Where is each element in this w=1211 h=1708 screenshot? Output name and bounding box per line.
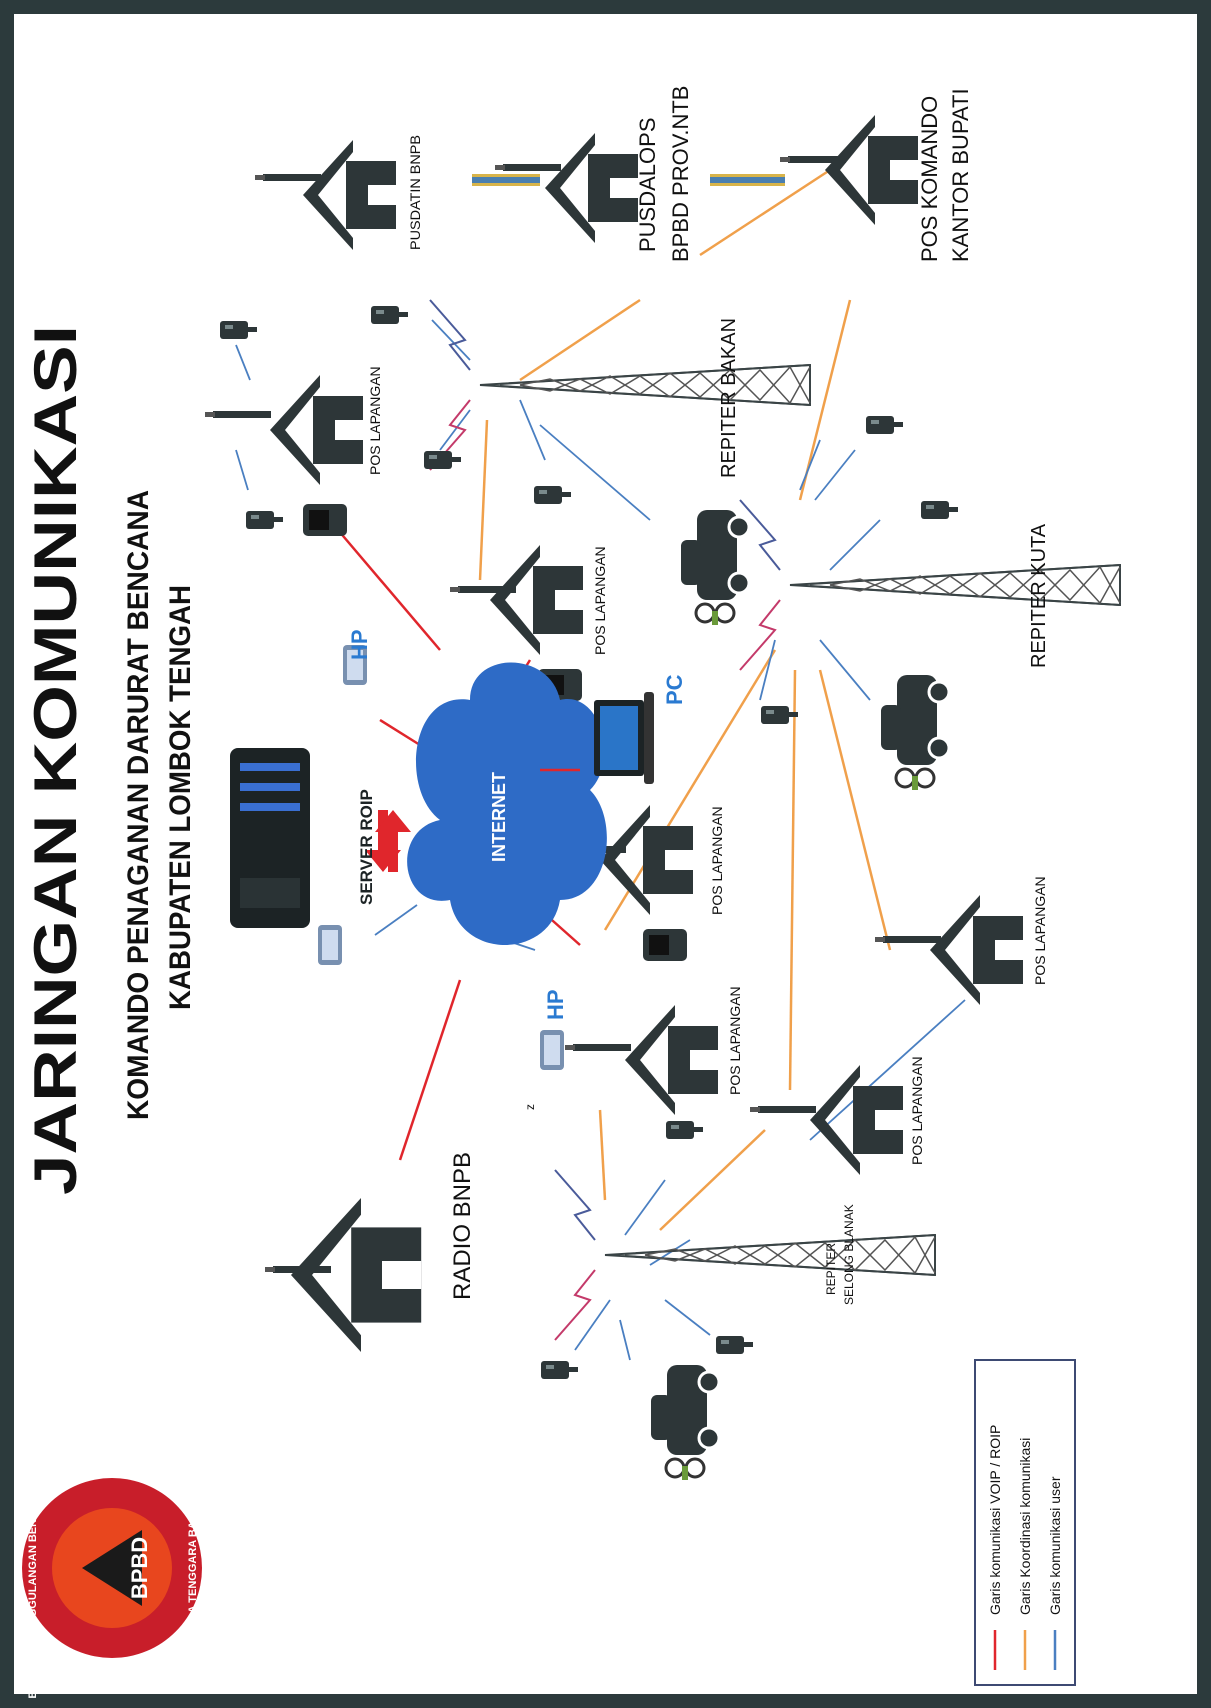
handheld-radio-icon — [716, 1336, 753, 1354]
label-hp-2: HP — [543, 989, 568, 1020]
label-pusdatin: PUSDATIN BNPB — [407, 135, 423, 250]
label-repiter-kuta: REPITER KUTA — [1028, 523, 1050, 668]
logo-center-text: BPBD — [127, 1537, 152, 1599]
laptop-icon — [594, 692, 654, 784]
handheld-radio-icon — [246, 511, 283, 529]
diagram-subtitle-2: KABUPATEN LOMBOK TENGAH — [164, 585, 197, 1010]
logo-ring-top: BADAN PENANGGULANGAN BENCANA DAERAH — [27, 1437, 39, 1698]
house-pos-lapangan-6 — [810, 1065, 903, 1175]
label-pc: PC — [662, 674, 687, 705]
label-pos-lapangan-1: POS LAPANGAN — [367, 366, 383, 475]
label-pos-komando-1: POS KOMANDO — [917, 96, 942, 262]
label-radio-bnpb: RADIO BNPB — [449, 1152, 476, 1300]
handheld-radio-icon — [666, 1121, 703, 1139]
label-pusdalops-2: BPBD PROV.NTB — [668, 86, 693, 262]
legend-label-koordinasi: Garis Koordinasi komunikasi — [1017, 1438, 1033, 1615]
handheld-radio-icon — [761, 706, 798, 724]
house-pos-komando — [825, 115, 918, 225]
house-pos-lapangan-4 — [625, 1005, 718, 1115]
coordination-line — [520, 300, 640, 380]
label-repiter-selong-2: SELONG BLANAK — [842, 1204, 856, 1305]
handheld-radio-icon — [371, 306, 408, 324]
handheld-radio-icon — [921, 501, 958, 519]
label-internet: INTERNET — [489, 772, 509, 862]
tower-selong-blanak — [555, 1170, 935, 1340]
phone-icon — [318, 925, 342, 965]
house-pos-lapangan-3 — [600, 805, 693, 915]
house-radio-bnpb — [291, 1198, 421, 1352]
user-line — [575, 1300, 610, 1350]
vehicle-icon-3 — [651, 1365, 719, 1480]
label-pos-lapangan-5: POS LAPANGAN — [1032, 876, 1048, 985]
diagram-title: JARINGAN KOMUNIKASI — [22, 325, 89, 1195]
vehicle-icon-1 — [681, 510, 749, 625]
vehicle-icon-2 — [881, 675, 949, 790]
coordination-line — [790, 670, 795, 1090]
label-pos-lapangan-6: POS LAPANGAN — [909, 1056, 925, 1165]
handheld-radio-icon — [424, 451, 461, 469]
handheld-radio-icon — [220, 321, 257, 339]
user-line — [236, 450, 248, 490]
label-pusdalops-1: PUSDALOPS — [635, 118, 660, 253]
logo-ring-bottom: NUSA TENGGARA BARAT — [187, 1499, 199, 1636]
voip-line — [400, 980, 460, 1160]
coordination-line — [600, 1110, 605, 1200]
phone-icon — [540, 1030, 564, 1070]
label-repiter-selong-1: REPITER — [824, 1243, 838, 1295]
handheld-radio-icon — [541, 1361, 578, 1379]
legend: Garis komunikasi VOIP / ROIP Garis Koord… — [975, 1360, 1075, 1685]
house-pos-lapangan-1 — [270, 375, 363, 485]
coordination-line — [660, 1130, 765, 1230]
label-server-roip: SERVER ROIP — [357, 789, 376, 905]
user-line — [625, 1180, 665, 1235]
user-line — [236, 345, 250, 380]
house-pusdalops — [545, 133, 638, 243]
user-line — [820, 640, 870, 700]
coordination-line — [480, 420, 487, 580]
handheld-radio-icon — [534, 486, 571, 504]
label-pos-lapangan-3: POS LAPANGAN — [709, 806, 725, 915]
legend-label-voip: Garis komunikasi VOIP / ROIP — [987, 1425, 1003, 1615]
user-line — [540, 425, 650, 520]
label-pos-lapangan-2: POS LAPANGAN — [592, 546, 608, 655]
label-pos-komando-2: KANTOR BUPATI — [948, 88, 973, 262]
user-line — [800, 440, 820, 490]
house-pos-lapangan-5 — [930, 895, 1023, 1005]
server-icon — [230, 748, 310, 928]
label-pos-lapangan-4: POS LAPANGAN — [727, 986, 743, 1095]
house-pos-lapangan-2 — [490, 545, 583, 655]
bpbd-logo: BPBD BADAN PENANGGULANGAN BENCANA DAERAH… — [22, 1437, 202, 1698]
user-line — [375, 905, 417, 935]
label-repiter-bakan: REPITER BAKAN — [718, 318, 740, 478]
house-pusdatin-bnpb — [303, 140, 396, 250]
user-line — [620, 1320, 630, 1360]
coordination-line — [820, 670, 890, 950]
voip-line — [380, 720, 420, 745]
label-hp-1: HP — [347, 629, 372, 660]
user-line — [520, 400, 545, 460]
stray-mark: z — [523, 1104, 537, 1110]
user-line — [830, 520, 880, 570]
handheld-radio-icon — [866, 416, 903, 434]
tower-kuta — [740, 500, 1120, 670]
legend-label-user: Garis komunikasi user — [1047, 1476, 1063, 1615]
user-line — [665, 1300, 710, 1335]
diagram-subtitle-1: KOMANDO PENAGANAN DARURAT BENCANA — [122, 490, 155, 1120]
user-line — [815, 450, 855, 500]
